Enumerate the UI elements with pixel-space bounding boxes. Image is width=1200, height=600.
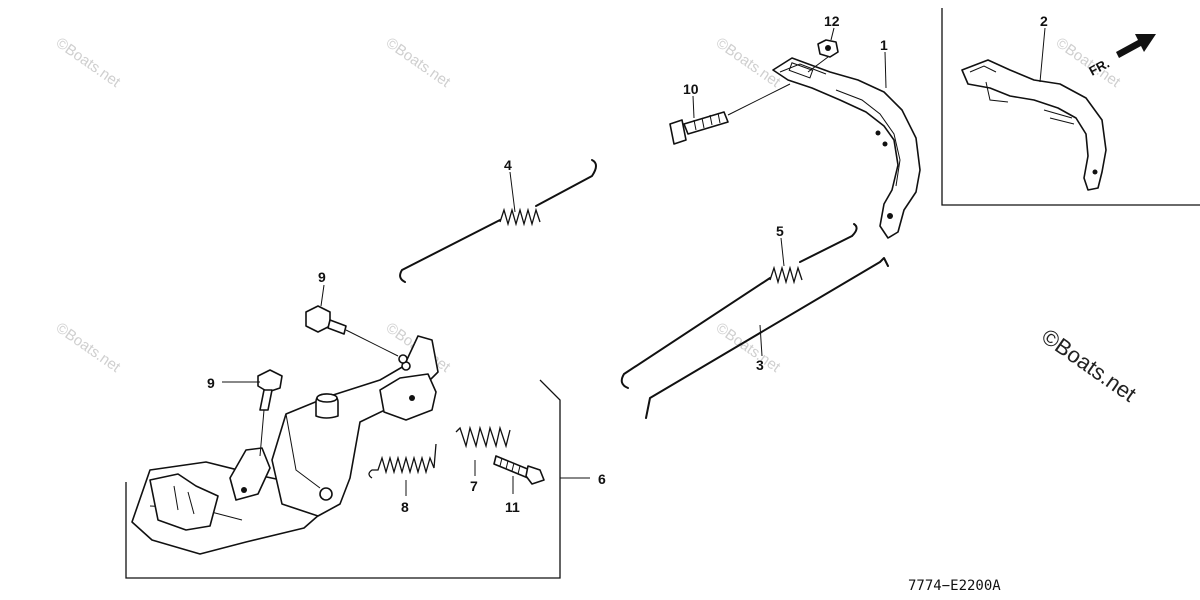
callout-9: 9	[207, 375, 215, 391]
watermark: ©Boats.net	[383, 34, 454, 91]
bolt-part	[257, 369, 283, 457]
callout-9: 9	[318, 269, 326, 285]
leader-lines	[222, 27, 1046, 496]
callouts: 1 2 3 4 5 6 7 8 9 9 10 11 12	[207, 13, 1048, 515]
inset-lever-part	[961, 59, 1107, 191]
control-rod-part	[645, 257, 889, 419]
watermark: ©Boats.net	[1053, 34, 1124, 91]
spring-part	[368, 443, 437, 479]
control-lever-part	[772, 57, 921, 239]
bolt-part	[669, 83, 791, 145]
bolt-part	[305, 305, 408, 364]
spring-wire-part	[620, 223, 858, 389]
callout-1: 1	[880, 37, 888, 53]
bolt-part	[493, 455, 545, 485]
callout-5: 5	[776, 223, 784, 239]
watermark: ©Boats.net	[53, 319, 124, 376]
callout-4: 4	[504, 157, 512, 173]
drawing-code: 7774−E2200A	[908, 578, 1001, 594]
callout-10: 10	[683, 81, 699, 97]
spring-wire-part	[399, 159, 597, 283]
callout-6: 6	[598, 471, 606, 487]
watermark: ©Boats.net	[713, 319, 784, 376]
watermark: ©Boats.net	[53, 34, 124, 91]
inset-box	[941, 8, 1200, 206]
callout-7: 7	[470, 478, 478, 494]
watermark-logo: ©Boats.net	[1037, 324, 1141, 407]
front-direction-arrow-icon: FR.	[1086, 34, 1156, 79]
spring-part	[455, 425, 511, 449]
callout-3: 3	[756, 357, 764, 373]
watermark: ©Boats.net	[713, 34, 784, 91]
callout-12: 12	[824, 13, 840, 29]
nut-part	[807, 39, 839, 73]
base-assembly-part	[125, 335, 561, 579]
callout-11: 11	[505, 499, 520, 515]
callout-8: 8	[401, 499, 409, 515]
callout-2: 2	[1040, 13, 1048, 29]
